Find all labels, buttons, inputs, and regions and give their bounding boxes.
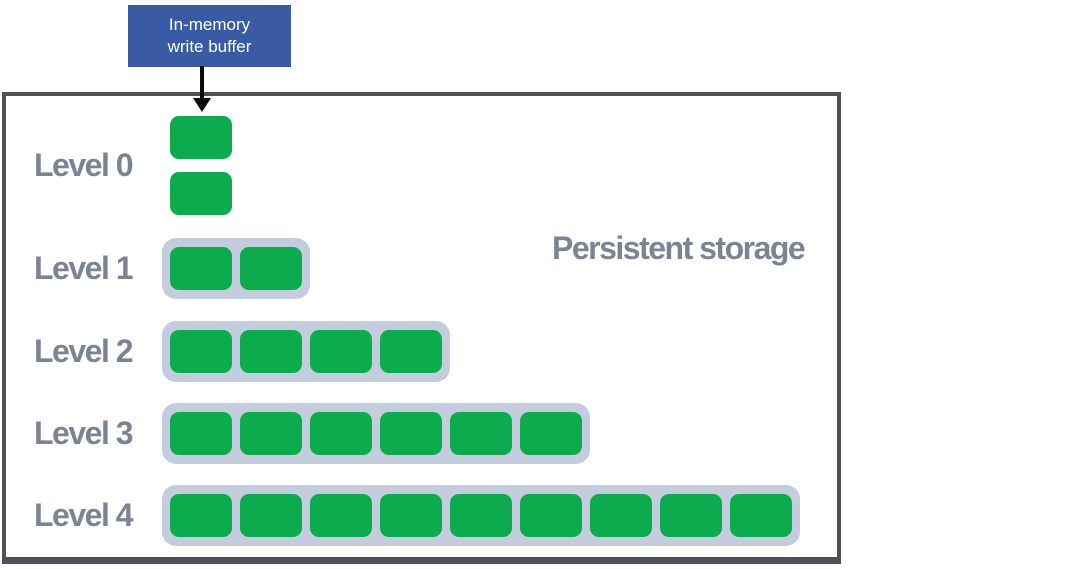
sstable-block: [170, 412, 232, 455]
sstable-block: [380, 330, 442, 373]
sstable-block: [310, 494, 372, 537]
sstable-block: [240, 412, 302, 455]
sstable-block: [730, 494, 792, 537]
level-label-0: Level 0: [34, 147, 134, 183]
persistent-storage-box: [2, 92, 841, 564]
level-label-1: Level 1: [34, 250, 134, 286]
sstable-block: [380, 412, 442, 455]
sstable-block: [170, 116, 232, 159]
sstable-block: [240, 330, 302, 373]
persistent-storage-label: Persistent storage: [552, 230, 806, 266]
arrow-stem: [200, 66, 204, 100]
sstable-block: [170, 247, 232, 290]
sstable-block: [310, 412, 372, 455]
sstable-run-level-1: [162, 238, 310, 299]
sstable-block: [660, 494, 722, 537]
arrow-head: [193, 98, 211, 112]
sstable-block: [380, 494, 442, 537]
sstable-block: [450, 494, 512, 537]
buffer-label-line2: write buffer: [167, 37, 252, 56]
sstable-block: [240, 247, 302, 290]
sstable-run-level-2: [162, 321, 450, 382]
sstable-block: [520, 412, 582, 455]
level-label-2: Level 2: [34, 333, 134, 369]
sstable-block: [170, 330, 232, 373]
sstable-group-level-0: [170, 116, 232, 215]
level-label-3: Level 3: [34, 415, 134, 451]
sstable-block: [520, 494, 582, 537]
sstable-block: [170, 494, 232, 537]
sstable-run-level-4: [162, 485, 800, 546]
in-memory-write-buffer-box: In-memory write buffer: [128, 5, 291, 67]
sstable-run-level-3: [162, 403, 590, 464]
level-label-4: Level 4: [34, 497, 134, 533]
sstable-block: [240, 494, 302, 537]
buffer-label-line1: In-memory: [168, 15, 251, 34]
sstable-block: [170, 172, 232, 215]
sstable-block: [310, 330, 372, 373]
sstable-block: [590, 494, 652, 537]
sstable-block: [450, 412, 512, 455]
